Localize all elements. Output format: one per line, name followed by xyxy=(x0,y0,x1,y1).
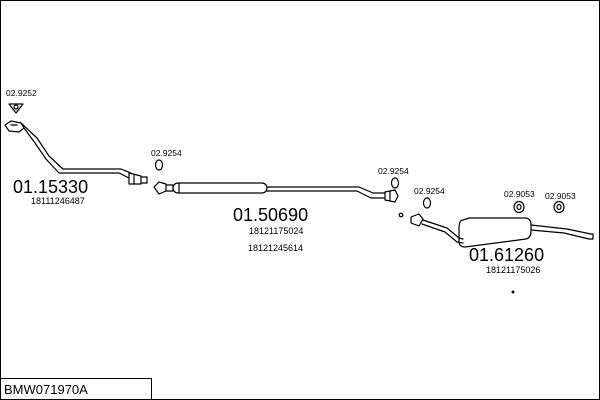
oe-number: 18121175024 xyxy=(249,226,303,236)
part-number: 01.50690 xyxy=(233,205,308,225)
clamp-ring-icon xyxy=(422,197,432,209)
oe-number: 18111246487 xyxy=(31,196,85,206)
accessory-number: 02.9254 xyxy=(414,186,445,196)
oe-number: 18121245614 xyxy=(248,243,303,253)
accessory-number: 02.9053 xyxy=(545,191,576,201)
accessory-number: 02.9252 xyxy=(6,88,37,98)
middle-silencer xyxy=(153,181,404,218)
clamp-ring-icon xyxy=(390,177,400,189)
accessory-number: 02.9053 xyxy=(504,189,535,199)
rubber-hanger-icon xyxy=(513,200,525,214)
oe-number: 18121175026 xyxy=(486,265,540,275)
rear-silencer xyxy=(410,213,594,294)
clamp-ring-icon xyxy=(154,159,164,171)
front-pipe xyxy=(4,120,148,185)
diagram-code-box: BMW071970A xyxy=(1,378,152,399)
accessory-number: 02.9254 xyxy=(378,166,409,176)
part-number: 01.15330 xyxy=(13,177,88,197)
diagram-code: BMW071970A xyxy=(4,382,88,397)
exhaust-system-diagram: 02.9252 02.9254 02.9254 02.9254 02.9053 … xyxy=(4,88,594,294)
rubber-hanger-icon xyxy=(553,200,565,214)
accessory-number: 02.9254 xyxy=(151,148,182,158)
triangle-gasket-icon xyxy=(8,103,24,114)
part-number: 01.61260 xyxy=(469,245,544,265)
